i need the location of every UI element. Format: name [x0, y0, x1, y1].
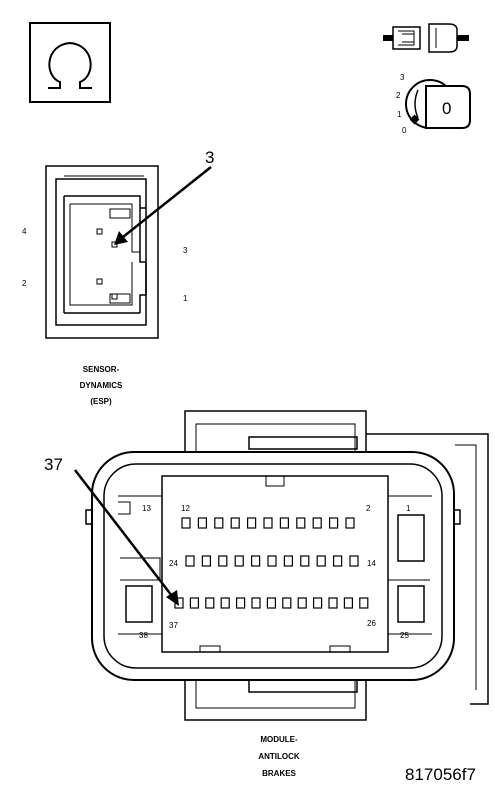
pin-cavity — [279, 517, 289, 529]
sensor-pin-3: 3 — [183, 246, 188, 255]
ohm-icon — [29, 22, 111, 103]
module-label-line-3: BRAKES — [262, 769, 296, 778]
pin-cavity — [266, 597, 276, 609]
pin-row-middle — [185, 555, 359, 567]
pin-cavity — [181, 517, 191, 529]
module-callout-label: 37 — [44, 455, 63, 474]
sensor-callout-label: 3 — [205, 148, 214, 167]
pin-cavity — [218, 555, 228, 567]
pin-cavity — [251, 555, 261, 567]
pin-cavity — [300, 555, 310, 567]
key-position-1: 1 — [397, 110, 402, 119]
pin-row-bottom — [174, 597, 369, 609]
pin-row-top — [181, 517, 355, 529]
module-pin-14: 14 — [367, 559, 376, 568]
pin-cavity — [197, 517, 207, 529]
figure-code: 817056f7 — [405, 765, 476, 784]
sensor-callout-arrow — [114, 166, 212, 245]
sensor-label-line-3: (ESP) — [90, 397, 112, 406]
sensor-pin-4: 4 — [22, 227, 27, 236]
sensor-label-line-2: DYNAMICS — [80, 381, 123, 390]
connector-disconnect-icon — [383, 23, 469, 53]
module-pin-38: 38 — [139, 631, 148, 640]
module-label-line-1: MODULE- — [260, 735, 298, 744]
pin-cavity — [234, 555, 244, 567]
pin-cavity — [329, 517, 339, 529]
pin-cavity — [297, 597, 307, 609]
pin-cavity — [296, 517, 306, 529]
pin-cavity — [345, 517, 355, 529]
pin-cavity — [333, 555, 343, 567]
module-label-line-2: ANTILOCK — [258, 752, 300, 761]
pin-cavity — [236, 597, 246, 609]
pin-cavity — [189, 597, 199, 609]
sensor-pin-1: 1 — [183, 294, 188, 303]
sensor-connector — [45, 165, 159, 339]
module-callout-arrow — [74, 469, 179, 606]
pin-cavity — [263, 517, 273, 529]
pin-cavity — [220, 597, 230, 609]
key-position-3: 3 — [400, 73, 405, 82]
pin-cavity — [185, 555, 195, 567]
key-position-2: 2 — [396, 91, 401, 100]
pin-cavity — [312, 517, 322, 529]
key-position-0: 0 — [402, 126, 407, 135]
module-pin-25: 25 — [400, 631, 409, 640]
module-pin-26: 26 — [367, 619, 376, 628]
module-pin-1: 1 — [406, 504, 411, 513]
pin-cavity — [282, 597, 292, 609]
pin-cavity — [230, 517, 240, 529]
pin-cavity — [316, 555, 326, 567]
module-pin-24: 24 — [169, 559, 178, 568]
pin-cavity — [359, 597, 369, 609]
pin-cavity — [251, 597, 261, 609]
ignition-key-icon: 3 2 1 0 0 — [396, 73, 471, 135]
pin-cavity — [214, 517, 224, 529]
module-pin-2: 2 — [366, 504, 371, 513]
key-face-label: 0 — [442, 99, 451, 118]
module-connector — [85, 410, 489, 721]
pin-cavity — [201, 555, 211, 567]
module-pin-13: 13 — [142, 504, 151, 513]
pin-cavity — [283, 555, 293, 567]
pin-cavity — [247, 517, 257, 529]
sensor-pin-2: 2 — [22, 279, 27, 288]
pin-cavity — [343, 597, 353, 609]
pin-cavity — [328, 597, 338, 609]
sensor-label-line-1: SENSOR- — [83, 365, 120, 374]
module-pin-12: 12 — [181, 504, 190, 513]
pin-cavity — [349, 555, 359, 567]
pin-cavity — [313, 597, 323, 609]
pin-cavity — [267, 555, 277, 567]
module-pin-37: 37 — [169, 621, 178, 630]
pin-cavity — [205, 597, 215, 609]
